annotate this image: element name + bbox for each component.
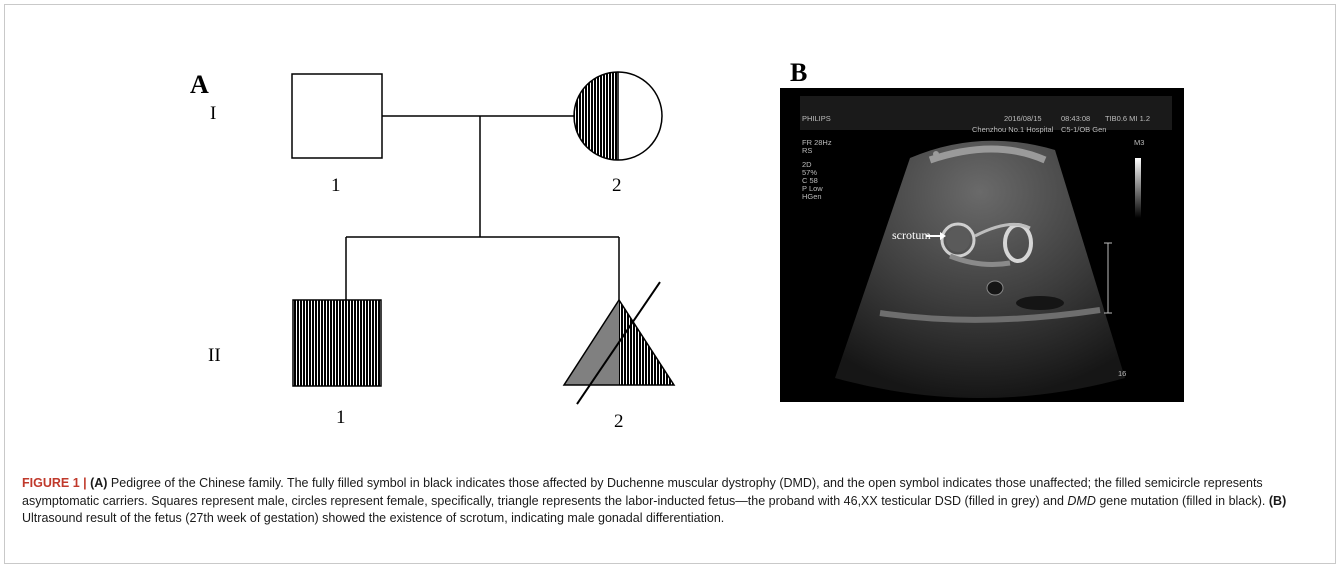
caption-a-label: (A) <box>90 476 107 490</box>
ii1-male-affected-square <box>293 300 381 386</box>
pedigree-chart <box>0 0 780 470</box>
i2-female-carrier-circle <box>574 72 662 160</box>
ultrasound-tib-mi: TIB0.6 MI 1.2 <box>1105 114 1150 123</box>
ultrasound-param-7: HGen <box>802 192 822 201</box>
ultrasound-depth: 16 <box>1118 369 1126 378</box>
ultrasound-date: 2016/08/15 <box>1004 114 1042 123</box>
figure-label: FIGURE 1 | <box>22 476 90 490</box>
scrotum-annotation: scrotum <box>892 228 931 243</box>
ultrasound-brand: PHILIPS <box>802 114 831 123</box>
ultrasound-probe: C5-1/OB Gen <box>1061 125 1106 134</box>
caption-text-3: Ultrasound result of the fetus (27th wee… <box>22 511 724 525</box>
caption-text-2: gene mutation (filled in black). <box>1096 494 1269 508</box>
ultrasound-scan-graphic <box>780 88 1184 402</box>
caption-b-label: (B) <box>1269 494 1286 508</box>
ultrasound-m3: M3 <box>1134 138 1144 147</box>
ultrasound-image: PHILIPS 2016/08/15 08:43:08 TIB0.6 MI 1.… <box>780 88 1184 402</box>
ultrasound-time: 08:43:08 <box>1061 114 1090 123</box>
ultrasound-hospital: Chenzhou No.1 Hospital <box>972 125 1053 134</box>
figure-caption: FIGURE 1 | (A) Pedigree of the Chinese f… <box>22 475 1312 528</box>
caption-dmd-italic: DMD <box>1067 494 1095 508</box>
i1-male-unaffected-square <box>292 74 382 158</box>
panel-b-letter: B <box>790 58 807 88</box>
ultrasound-param-1: RS <box>802 146 812 155</box>
